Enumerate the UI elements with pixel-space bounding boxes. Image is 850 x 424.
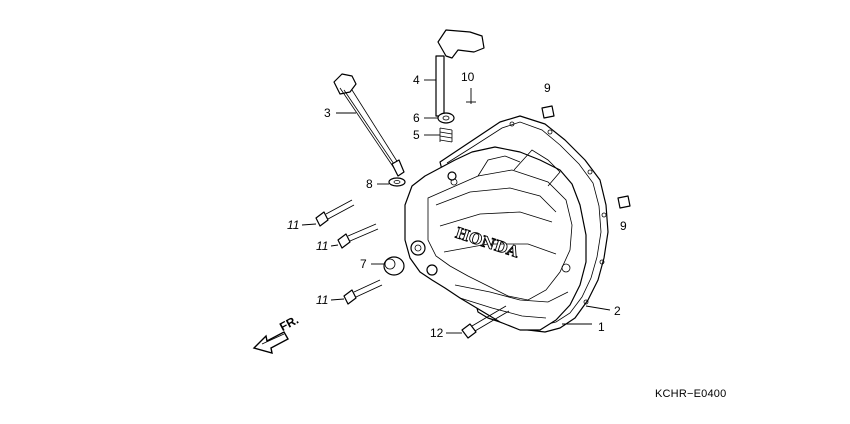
crankcase-cover: HONDA — [404, 146, 587, 331]
callout-4: 4 — [413, 73, 420, 87]
callout-3: 3 — [324, 106, 331, 120]
lifter-shaft — [435, 29, 485, 117]
callout-6: 6 — [413, 111, 420, 125]
callout-11-top: 11 — [287, 218, 299, 232]
callout-2: 2 — [614, 304, 621, 318]
cap-7 — [383, 256, 405, 276]
callout-9-top: 9 — [544, 81, 551, 95]
callout-11-bottom: 11 — [316, 293, 328, 307]
callout-12: 12 — [430, 326, 444, 340]
callouts: 1 2 3 4 5 6 7 8 9 9 10 11 11 11 12 — [287, 70, 627, 340]
callout-11-middle: 11 — [316, 239, 328, 253]
bolt-11-bottom — [343, 279, 383, 305]
washer-8 — [388, 177, 406, 187]
callout-10: 10 — [461, 70, 475, 84]
oil-dipstick — [333, 73, 405, 177]
dowel-pin-9-top — [541, 105, 555, 119]
bolt-12 — [461, 305, 510, 339]
diagram-code: KCHR−E0400 — [655, 388, 726, 400]
front-label: FR. — [277, 313, 301, 334]
oil-seal — [437, 112, 455, 124]
callout-5: 5 — [413, 128, 420, 142]
dowel-pin-10 — [466, 88, 476, 104]
callout-1: 1 — [598, 320, 605, 334]
front-direction-arrow: FR. — [252, 313, 301, 354]
callout-7: 7 — [360, 257, 367, 271]
dowel-pin-9-right — [617, 195, 631, 209]
leader-lines — [301, 79, 611, 334]
callout-8: 8 — [366, 177, 373, 191]
bolt-11-top — [315, 199, 355, 227]
return-spring — [439, 127, 453, 143]
bolt-11-middle — [337, 223, 379, 249]
callout-9-right: 9 — [620, 219, 627, 233]
